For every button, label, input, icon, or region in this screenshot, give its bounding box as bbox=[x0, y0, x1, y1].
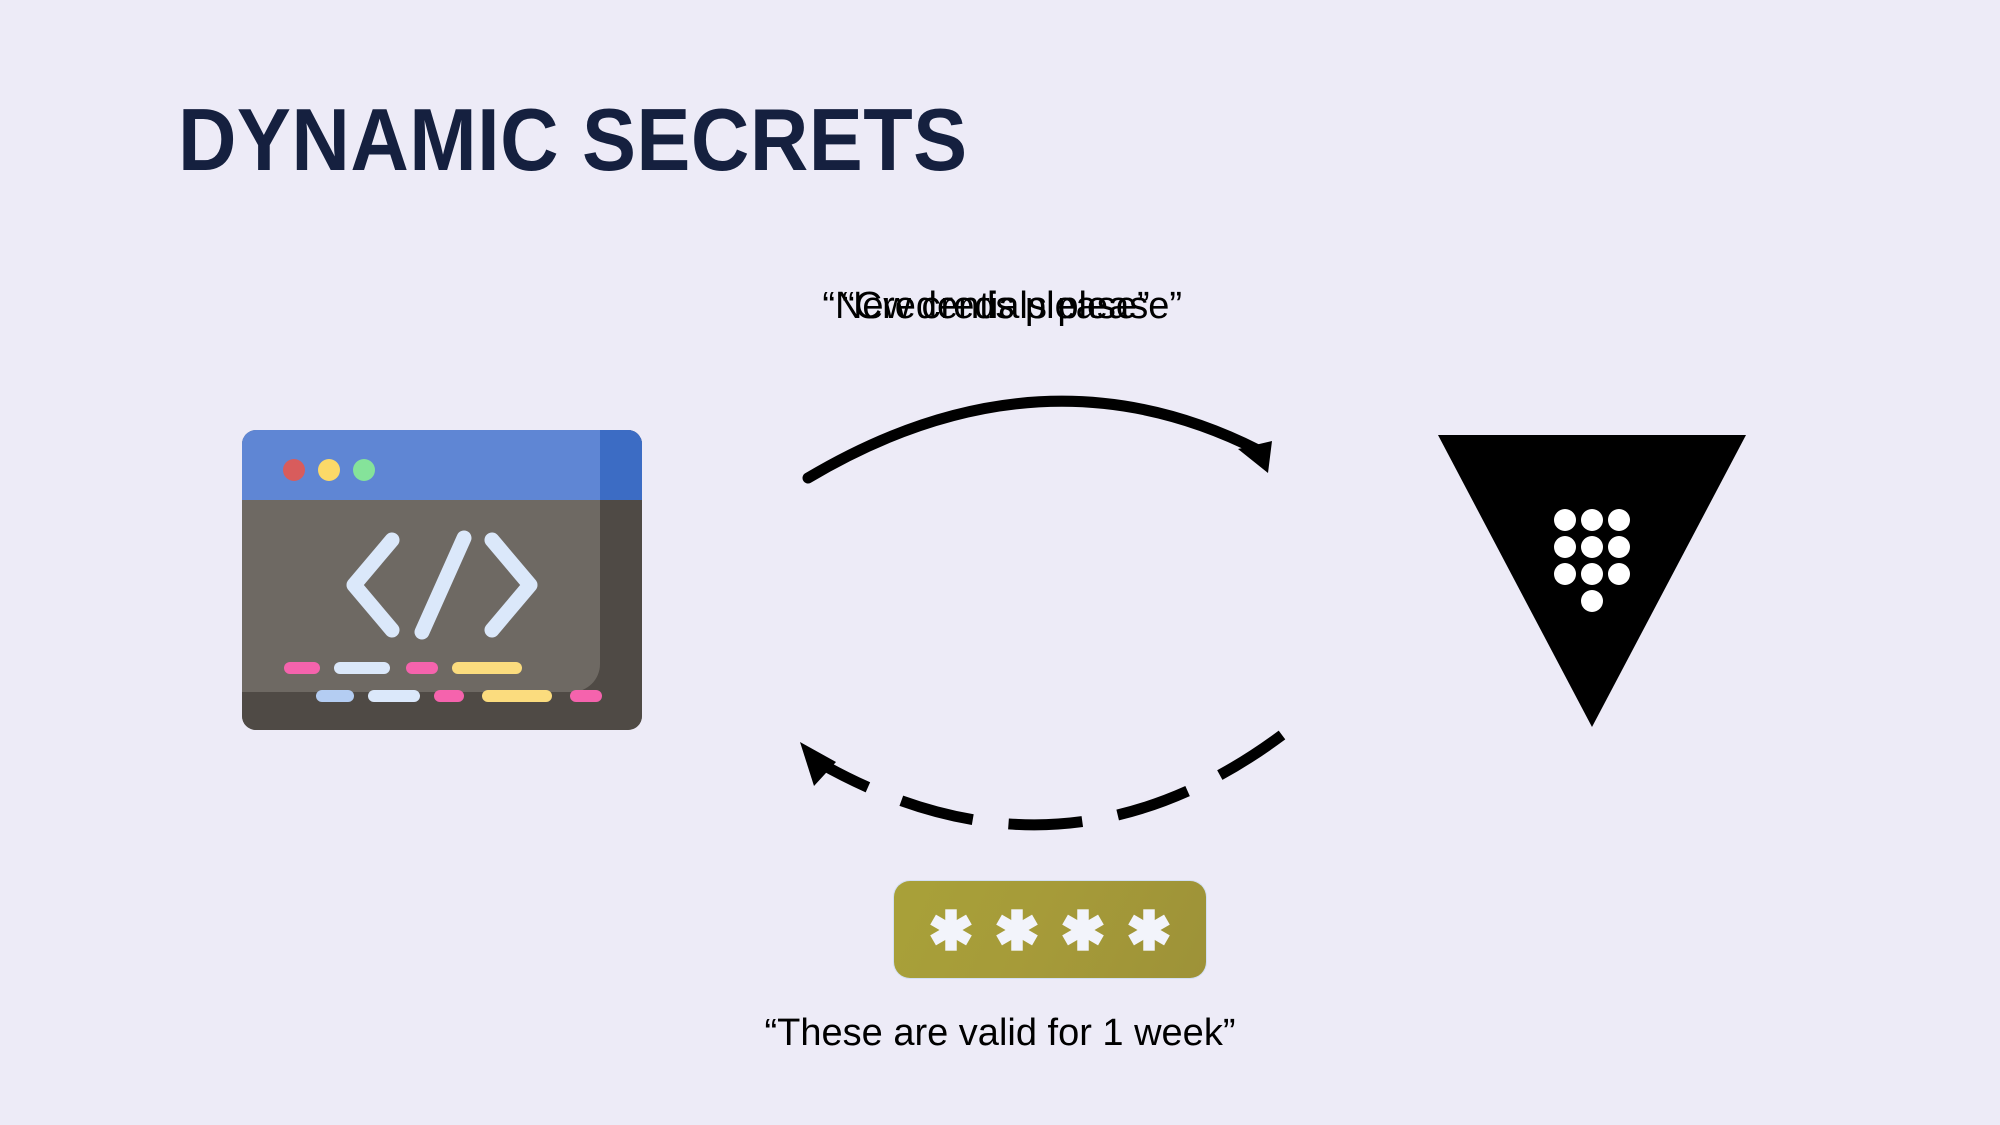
code-glyph-icon bbox=[346, 530, 538, 640]
response-caption: “These are valid for 1 week” bbox=[764, 1012, 1236, 1054]
response-arrow bbox=[800, 730, 1286, 831]
asterisk-icon bbox=[1126, 907, 1172, 953]
response-arrowhead-icon bbox=[800, 742, 836, 786]
request-caption-primary: “Credentials please” bbox=[841, 285, 1183, 327]
credentials-chip bbox=[894, 881, 1206, 978]
asterisk-icon bbox=[994, 907, 1040, 953]
request-arrow bbox=[802, 395, 1272, 484]
vault-dot-grid bbox=[1554, 509, 1630, 612]
minimize-dot bbox=[318, 459, 340, 481]
request-caption-group: “New creds please” “Credentials please” bbox=[0, 285, 2000, 335]
asterisk-icon bbox=[1060, 907, 1106, 953]
request-arrowhead-icon bbox=[1238, 441, 1272, 473]
request-caption-secondary: “New creds please” bbox=[822, 285, 1150, 327]
close-dot bbox=[283, 459, 305, 481]
code-lines-row-one bbox=[284, 662, 522, 674]
code-editor-window bbox=[242, 430, 642, 730]
code-lines-row-two bbox=[316, 690, 602, 702]
vault-logo bbox=[1438, 435, 1746, 727]
page-title: DYNAMIC SECRETS bbox=[178, 90, 968, 189]
asterisk-icon bbox=[928, 907, 974, 953]
maximize-dot bbox=[353, 459, 375, 481]
